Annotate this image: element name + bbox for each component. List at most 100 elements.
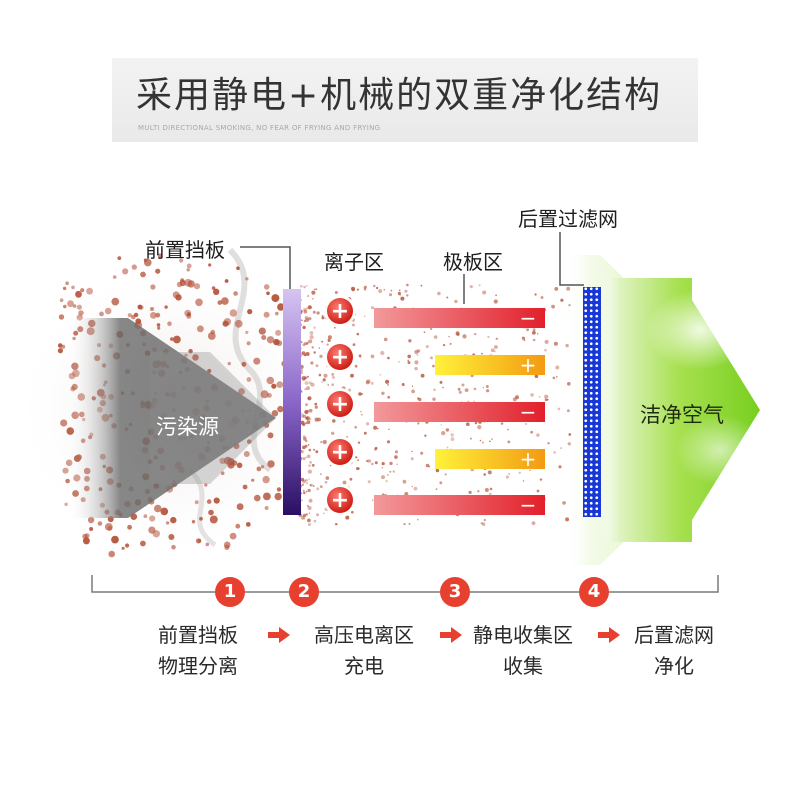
particle bbox=[243, 451, 250, 457]
particle bbox=[440, 424, 442, 426]
particle bbox=[334, 523, 338, 526]
label-plate-zone: 极板区 bbox=[443, 250, 503, 274]
particle bbox=[381, 467, 383, 469]
particle bbox=[184, 278, 193, 287]
particle bbox=[99, 311, 104, 317]
particle bbox=[493, 350, 496, 353]
particle bbox=[367, 480, 371, 484]
particle bbox=[489, 487, 493, 491]
particle bbox=[305, 317, 310, 322]
particle bbox=[307, 488, 311, 493]
particle bbox=[310, 361, 314, 365]
particle bbox=[317, 417, 321, 422]
particle bbox=[107, 525, 113, 531]
particle bbox=[544, 339, 549, 344]
particle bbox=[112, 275, 117, 279]
particle bbox=[406, 283, 409, 287]
particle bbox=[307, 305, 312, 310]
particle bbox=[331, 375, 335, 379]
particle bbox=[557, 407, 561, 411]
particle bbox=[304, 381, 309, 385]
particle bbox=[82, 537, 90, 545]
particle bbox=[367, 459, 372, 463]
particle bbox=[302, 325, 306, 330]
particle bbox=[408, 339, 412, 343]
particle bbox=[332, 419, 336, 423]
particle bbox=[309, 331, 314, 335]
title-banner: 采用静电+机械的双重净化结构 MULTI DIRECTIONAL SMOKING… bbox=[112, 58, 698, 142]
particle bbox=[381, 475, 385, 480]
particle bbox=[370, 354, 375, 359]
particle bbox=[168, 534, 175, 540]
particle bbox=[313, 288, 316, 291]
particle bbox=[408, 522, 411, 525]
particle bbox=[407, 361, 411, 365]
particle bbox=[302, 513, 307, 518]
particle bbox=[334, 291, 338, 294]
particle bbox=[242, 484, 248, 490]
particle bbox=[60, 419, 68, 427]
particle bbox=[370, 381, 374, 385]
particle bbox=[310, 483, 313, 487]
particle bbox=[445, 428, 450, 432]
page-title: 采用静电+机械的双重净化结构 bbox=[136, 75, 663, 116]
particle bbox=[306, 284, 308, 287]
pollution-arrow bbox=[68, 318, 276, 518]
particle bbox=[322, 378, 326, 382]
particle bbox=[193, 283, 201, 290]
clean-air-arrow bbox=[600, 278, 760, 542]
particle bbox=[345, 515, 350, 520]
particle bbox=[532, 330, 536, 335]
particle bbox=[325, 476, 330, 480]
particle bbox=[424, 434, 427, 437]
particle bbox=[490, 348, 495, 353]
particle bbox=[364, 315, 366, 317]
clean-air-mist bbox=[675, 415, 765, 485]
particle bbox=[351, 286, 355, 291]
particle bbox=[306, 482, 309, 485]
particle bbox=[357, 441, 361, 444]
particle bbox=[442, 386, 444, 389]
particle bbox=[560, 447, 563, 450]
particle bbox=[121, 546, 125, 550]
particle bbox=[241, 361, 247, 367]
plate-bar bbox=[374, 495, 545, 515]
step-3-text: 静电收集区 收集 bbox=[473, 620, 573, 682]
particle bbox=[308, 498, 313, 503]
particle bbox=[245, 277, 249, 281]
particle bbox=[414, 360, 419, 365]
particle bbox=[139, 305, 144, 310]
particle bbox=[157, 326, 161, 330]
particle bbox=[361, 413, 363, 416]
ion-plus-sign: + bbox=[331, 345, 349, 370]
step-number-1: 1 bbox=[215, 577, 245, 607]
particle bbox=[221, 297, 229, 305]
particle bbox=[267, 460, 275, 468]
particle bbox=[474, 332, 477, 336]
particle bbox=[437, 291, 441, 296]
particle bbox=[334, 326, 336, 329]
particle bbox=[256, 466, 262, 472]
particle bbox=[537, 333, 539, 335]
particle bbox=[266, 336, 275, 344]
particle bbox=[277, 405, 284, 413]
particle bbox=[300, 420, 305, 425]
particle bbox=[267, 393, 272, 398]
step-4-line2: 净化 bbox=[654, 654, 694, 678]
particle bbox=[156, 323, 161, 327]
particle bbox=[266, 291, 270, 296]
step-3-line2: 收集 bbox=[503, 654, 543, 678]
particle bbox=[229, 309, 237, 317]
particle bbox=[140, 540, 146, 547]
particle bbox=[304, 422, 307, 425]
particle bbox=[271, 383, 277, 389]
particle bbox=[302, 414, 307, 419]
particle bbox=[518, 471, 521, 474]
particle bbox=[307, 469, 312, 474]
particle bbox=[303, 309, 308, 314]
rear-filter-leader bbox=[559, 232, 584, 286]
particle bbox=[312, 485, 315, 487]
particle bbox=[371, 306, 374, 310]
plate-bar bbox=[435, 449, 545, 469]
particle bbox=[127, 313, 132, 318]
